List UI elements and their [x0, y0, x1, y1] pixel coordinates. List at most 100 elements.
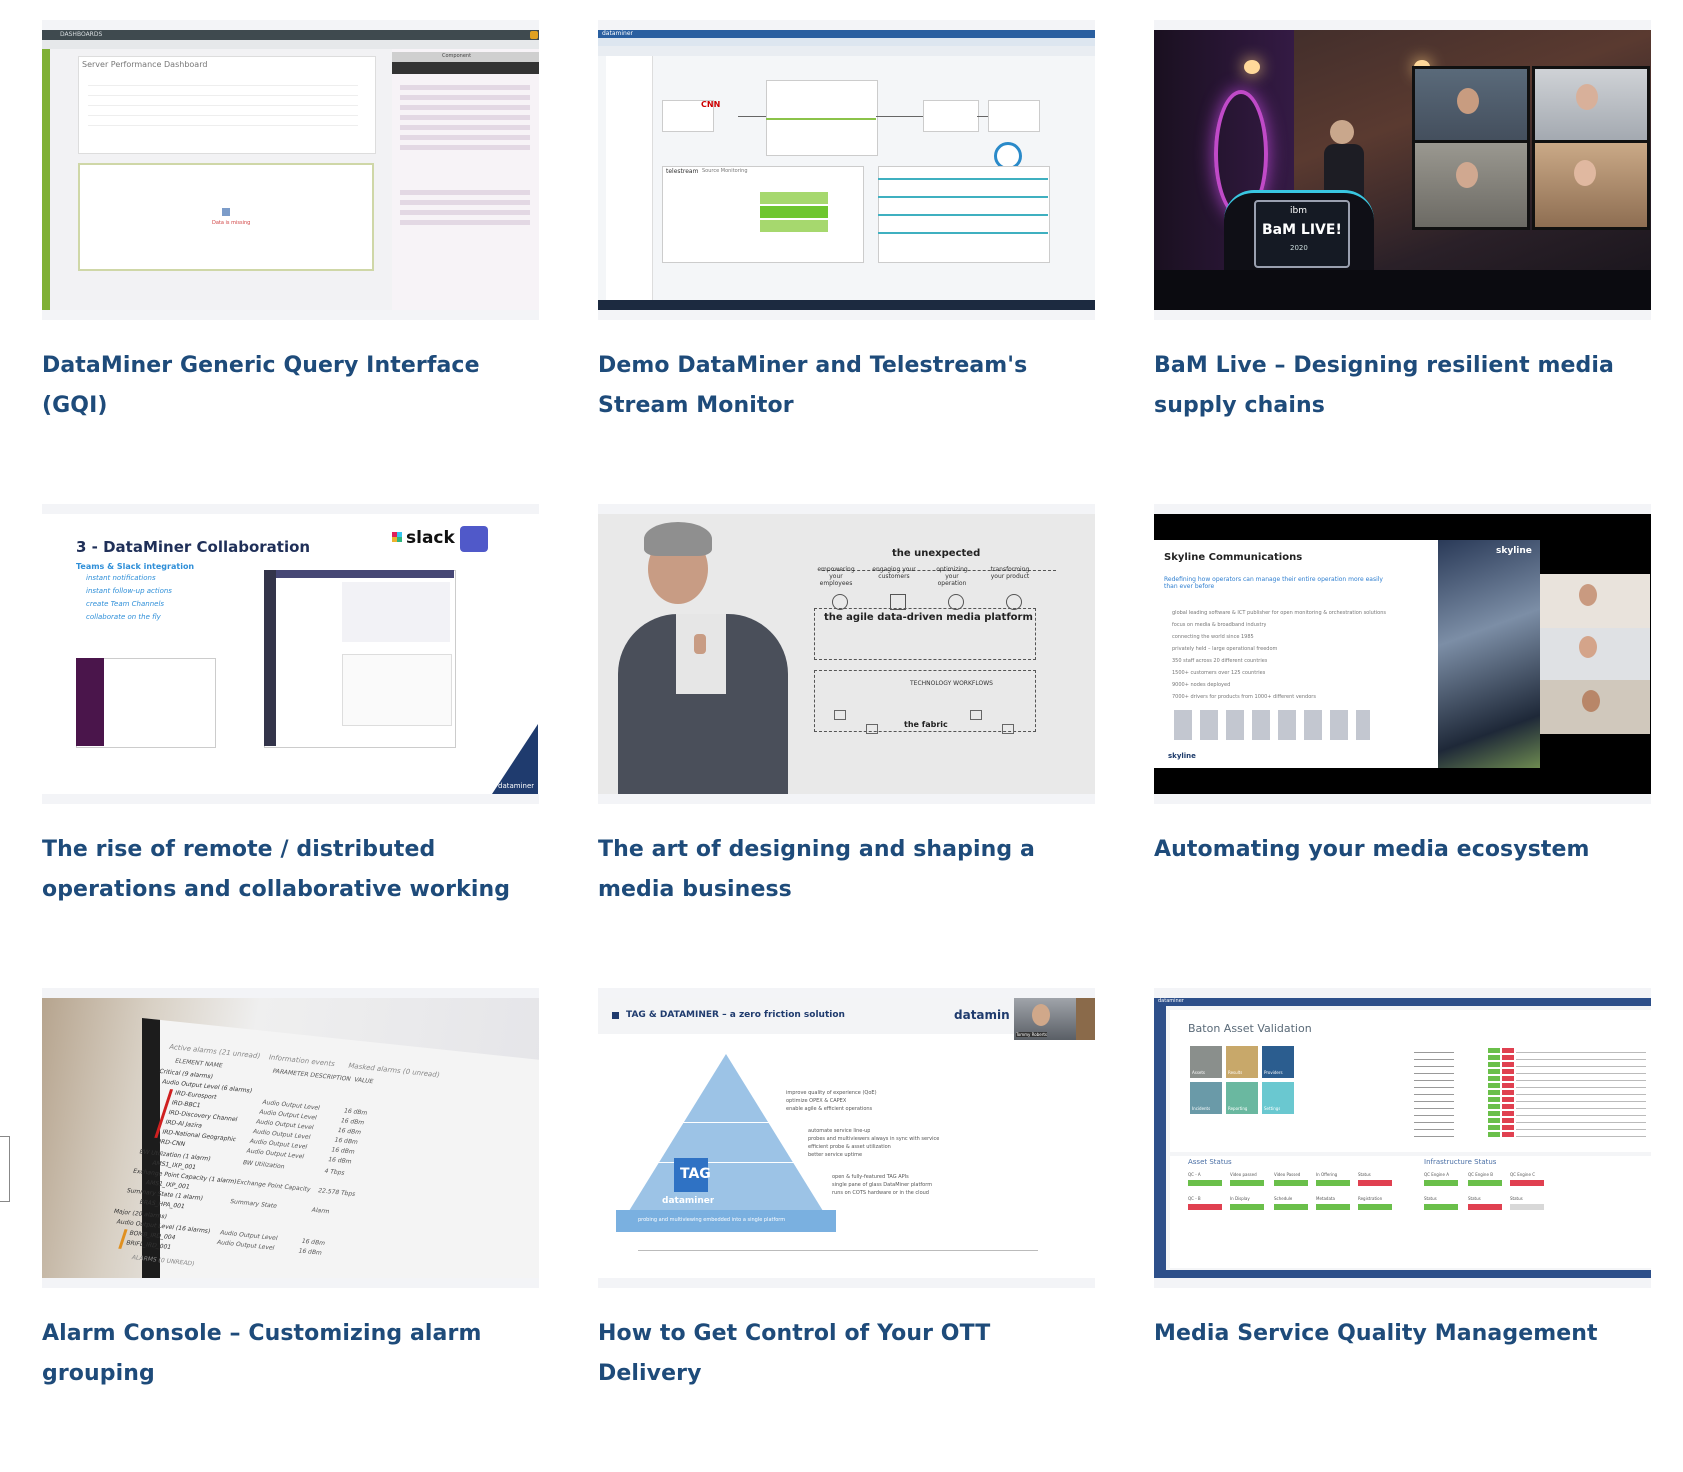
thumb-bullet: 350 staff across 20 different countries	[1172, 658, 1268, 664]
video-card[interactable]: the unexpected empowering your employees…	[598, 504, 1095, 988]
thumb-speaker-label: Tommy Roberts	[1016, 1032, 1047, 1037]
thumb-subtitle: Teams & Slack integration	[76, 562, 195, 571]
thumb-infra-label: Status	[1424, 1196, 1437, 1201]
thumb-tile: Incidents	[1192, 1106, 1211, 1111]
thumb-point: optimize OPEX & CAPEX	[786, 1098, 847, 1104]
thumb-tile: Providers	[1264, 1070, 1283, 1075]
thumb-panel-title: Baton Asset Validation	[1188, 1022, 1312, 1035]
thumbnail-frame: the unexpected empowering your employees…	[598, 504, 1095, 804]
thumbnail-frame: 3 - DataMiner Collaboration slack Teams …	[42, 504, 539, 804]
video-title[interactable]: How to Get Control of Your OTT Delivery	[598, 1321, 991, 1386]
thumbnail-frame: Active alarms (21 unread) Information ev…	[42, 988, 539, 1288]
thumb-desk-sign-main: BaM LIVE!	[1262, 222, 1342, 238]
thumb-platform: the agile data-driven media platform	[824, 612, 1033, 623]
thumb-brand-left: CNN	[701, 100, 721, 109]
video-card[interactable]: Active alarms (21 unread) Information ev…	[42, 988, 539, 1472]
thumb-alarm-tab: Information events	[267, 1053, 337, 1069]
thumb-point: efficient probe & asset utilization	[808, 1144, 891, 1150]
thumb-alarm-cell: 16 dBm	[300, 1237, 326, 1248]
thumb-telestream-label: telestream	[666, 168, 699, 175]
thumb-point: better service uptime	[808, 1152, 863, 1158]
thumbnail-frame: TAG & DATAMINER – a zero friction soluti…	[598, 988, 1095, 1288]
thumb-asset-label: In Display	[1230, 1196, 1250, 1201]
video-title[interactable]: The rise of remote / distributed operati…	[42, 837, 511, 902]
thumb-alarm-col: ELEMENT NAME	[173, 1057, 224, 1070]
thumb-alarm-cell: Summary State (1 alarm)	[125, 1187, 204, 1203]
thumb-headline: the unexpected	[892, 548, 981, 559]
video-thumbnail[interactable]: dataminer CNN telestream Source Monitori…	[598, 30, 1095, 310]
thumb-app-header: DASHBOARDS	[60, 31, 103, 38]
thumb-alarm-cell: IRD-Eurosport	[173, 1089, 218, 1101]
thumb-infra-label: QC Engine A	[1424, 1172, 1449, 1177]
thumb-alarm-cell: Alarm	[310, 1206, 331, 1216]
thumb-tag-sub: dataminer	[662, 1196, 715, 1206]
thumb-asset-label: QC - A	[1188, 1172, 1201, 1177]
thumb-asset-label: Video Passed	[1274, 1172, 1301, 1177]
video-title[interactable]: Alarm Console – Customizing alarm groupi…	[42, 1321, 482, 1386]
thumb-asset-status: Asset Status	[1188, 1158, 1232, 1166]
video-title[interactable]: The art of designing and shaping a media…	[598, 837, 1035, 902]
thumb-point: runs on COTS hardware or in the cloud	[832, 1190, 929, 1196]
video-card[interactable]: ibm BaM LIVE! 2020 BaM Live – Designing …	[1154, 20, 1651, 504]
video-card[interactable]: dataminer Baton Asset Validation Assets …	[1154, 988, 1651, 1472]
thumb-bullet: focus on media & broadband industry	[1172, 622, 1267, 628]
thumb-source-monitoring: Source Monitoring	[702, 168, 748, 174]
thumb-alarm-cell: BRIFL_IRD_001	[125, 1239, 173, 1251]
thumb-bullet: 9000+ nodes deployed	[1172, 682, 1231, 688]
video-thumbnail[interactable]: Skyline Communications Redefining how op…	[1154, 514, 1651, 794]
video-thumbnail[interactable]: 3 - DataMiner Collaboration slack Teams …	[42, 514, 539, 794]
thumb-bullet: create Team Channels	[86, 600, 165, 608]
thumb-alarm-cell: 4 Tbps	[323, 1167, 346, 1177]
video-card[interactable]: dataminer CNN telestream Source Monitori…	[598, 20, 1095, 504]
video-card[interactable]: DASHBOARDS Server Performance Dashboard …	[42, 20, 539, 504]
video-title[interactable]: BaM Live – Designing resilient media sup…	[1154, 353, 1614, 418]
video-title[interactable]: Automating your media ecosystem	[1154, 837, 1590, 862]
thumb-alarm-footer: ALARMS (0 UNREAD)	[130, 1254, 196, 1268]
thumb-brand-right: datamin	[954, 1008, 1010, 1022]
thumb-asset-label: Status	[1358, 1172, 1371, 1177]
thumb-asset-label: QC - B	[1188, 1196, 1201, 1201]
thumb-bullet: 7000+ drivers for products from 1000+ di…	[1172, 694, 1316, 700]
thumb-workflows: TECHNOLOGY WORKFLOWS	[910, 680, 993, 687]
thumb-pillar: engaging your customers	[872, 566, 916, 580]
thumb-point: probes and multiviewers always in sync w…	[808, 1136, 940, 1142]
video-grid: DASHBOARDS Server Performance Dashboard …	[42, 20, 1651, 1472]
thumb-alarm-cell: IRD-BBC1	[170, 1099, 202, 1110]
thumb-pyramid-footer: probing and multiviewing embedded into a…	[638, 1217, 786, 1223]
video-thumbnail[interactable]: the unexpected empowering your employees…	[598, 514, 1095, 794]
thumb-slide-title: 3 - DataMiner Collaboration	[76, 538, 311, 556]
video-title[interactable]: Media Service Quality Management	[1154, 1321, 1598, 1346]
thumb-bullet: instant notifications	[86, 574, 156, 582]
video-thumbnail[interactable]: TAG & DATAMINER – a zero friction soluti…	[598, 998, 1095, 1278]
thumb-point: enable agile & efficient operations	[786, 1106, 873, 1112]
thumb-asset-label: Video passed	[1230, 1172, 1257, 1177]
thumb-tile: Results	[1228, 1070, 1243, 1075]
thumb-desk-sign-brand: ibm	[1290, 206, 1307, 216]
video-thumbnail[interactable]: dataminer Baton Asset Validation Assets …	[1154, 998, 1651, 1278]
thumbnail-frame: ibm BaM LIVE! 2020	[1154, 20, 1651, 320]
video-title[interactable]: DataMiner Generic Query Interface (GQI)	[42, 353, 480, 418]
thumb-pillar: optimizing your operation	[936, 566, 968, 587]
thumb-app-header: dataminer	[602, 30, 633, 37]
video-thumbnail[interactable]: ibm BaM LIVE! 2020	[1154, 30, 1651, 310]
thumb-alarm-col: PARAMETER DESCRIPTION	[271, 1067, 352, 1083]
video-card[interactable]: Skyline Communications Redefining how op…	[1154, 504, 1651, 988]
scroll-edge-tab[interactable]	[0, 1136, 10, 1202]
video-card[interactable]: TAG & DATAMINER – a zero friction soluti…	[598, 988, 1095, 1472]
thumb-alarm-col: VALUE	[353, 1076, 375, 1086]
thumb-logo-right: skyline	[1496, 546, 1532, 556]
thumb-alarm-cell: 16 dBm	[330, 1146, 356, 1156]
thumb-asset-label: Registration	[1358, 1196, 1383, 1201]
thumb-alarm-cell: IRD-Al Jazira	[164, 1118, 204, 1130]
thumb-tile: Reporting	[1228, 1106, 1248, 1111]
video-title[interactable]: Demo DataMiner and Telestream's Stream M…	[598, 353, 1028, 418]
thumb-pillar: empowering your employees	[817, 566, 855, 587]
thumb-fabric: the fabric	[904, 720, 948, 729]
video-thumbnail[interactable]: Active alarms (21 unread) Information ev…	[42, 998, 539, 1278]
thumb-alarm-cell: 16 dBm	[342, 1107, 369, 1117]
video-thumbnail[interactable]: DASHBOARDS Server Performance Dashboard …	[42, 30, 539, 310]
thumb-desk-sign-year: 2020	[1290, 244, 1308, 252]
thumb-point: open & fully-featured TAG APIs	[832, 1174, 909, 1180]
thumb-tile: Assets	[1192, 1070, 1206, 1075]
video-card[interactable]: 3 - DataMiner Collaboration slack Teams …	[42, 504, 539, 988]
